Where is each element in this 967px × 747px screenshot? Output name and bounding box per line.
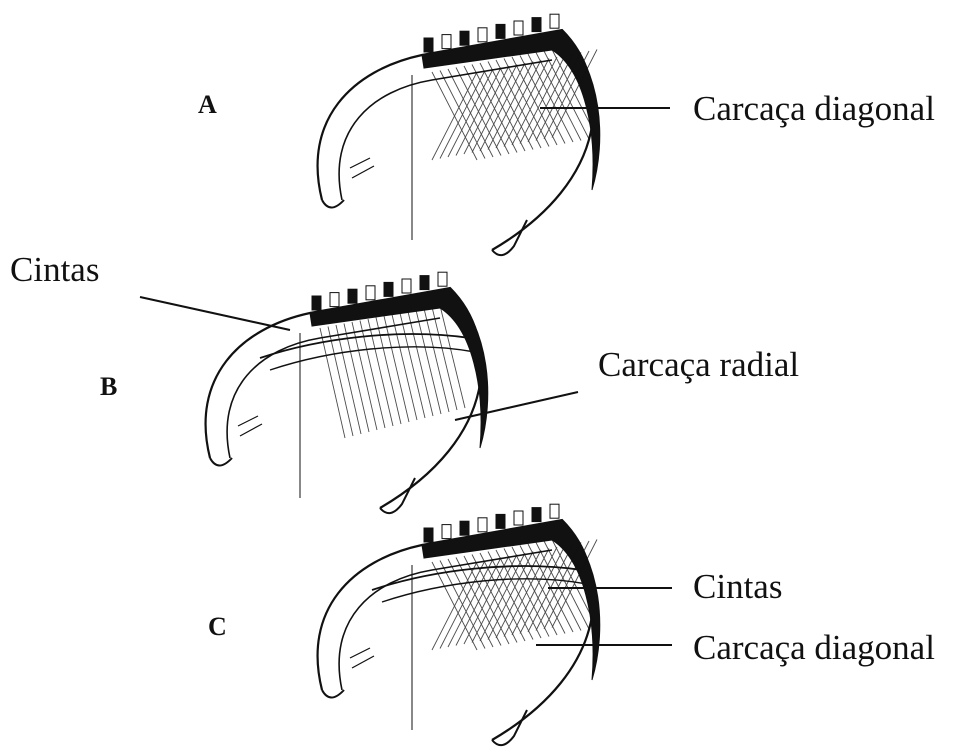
- tire-a-letter: A: [198, 92, 217, 118]
- label-c-belts: Cintas: [693, 569, 782, 604]
- leader-b-belts: [140, 297, 290, 330]
- label-b-belts: Cintas: [10, 252, 99, 287]
- tire-c-illustration: [318, 504, 600, 745]
- tire-a-illustration: [318, 14, 600, 255]
- tire-b-illustration: [206, 272, 488, 513]
- tire-c-letter: C: [208, 614, 227, 640]
- label-b-carcass: Carcaça radial: [598, 347, 799, 382]
- label-a-carcass: Carcaça diagonal: [693, 91, 935, 126]
- tire-b-letter: B: [100, 374, 117, 400]
- label-c-carcass: Carcaça diagonal: [693, 630, 935, 665]
